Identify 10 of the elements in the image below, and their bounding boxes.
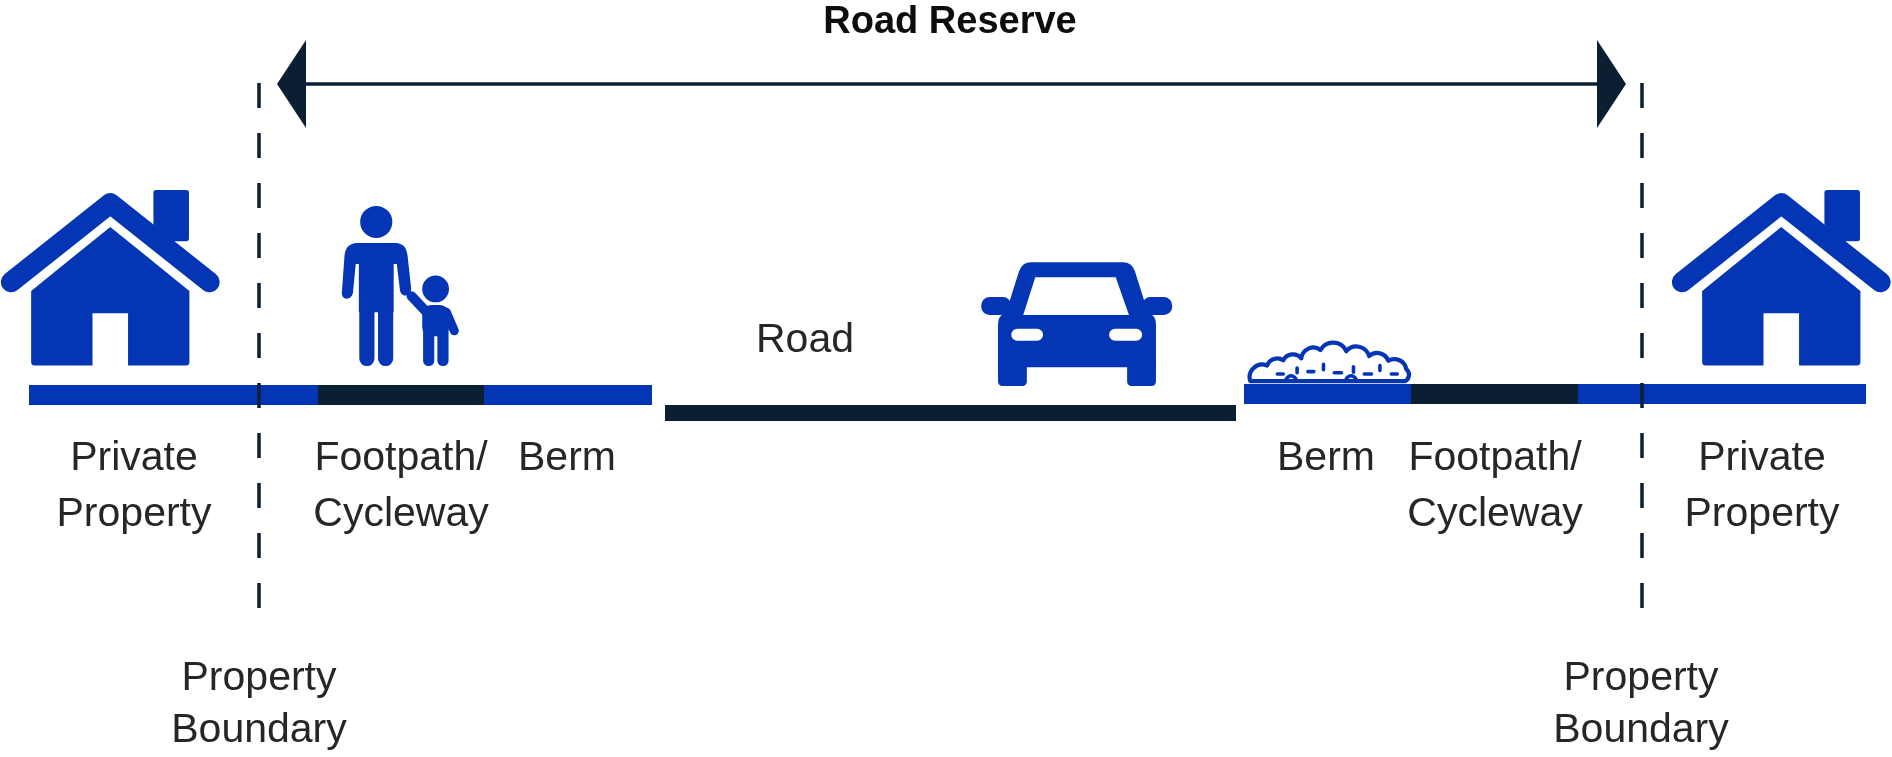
title: Road Reserve xyxy=(823,0,1077,42)
zone-label: Road xyxy=(756,314,854,363)
zone-label: Footpath/ Cycleway xyxy=(1407,432,1583,537)
zone-label: Private Property xyxy=(1684,432,1840,537)
zone-label: Private Property xyxy=(56,432,212,537)
zone-label: Berm xyxy=(518,432,616,481)
zone-label: Berm xyxy=(1277,432,1375,481)
boundary-label: Property Boundary xyxy=(1553,652,1729,753)
zone-label: Footpath/ Cycleway xyxy=(313,432,489,537)
boundary-label: Property Boundary xyxy=(171,652,347,753)
